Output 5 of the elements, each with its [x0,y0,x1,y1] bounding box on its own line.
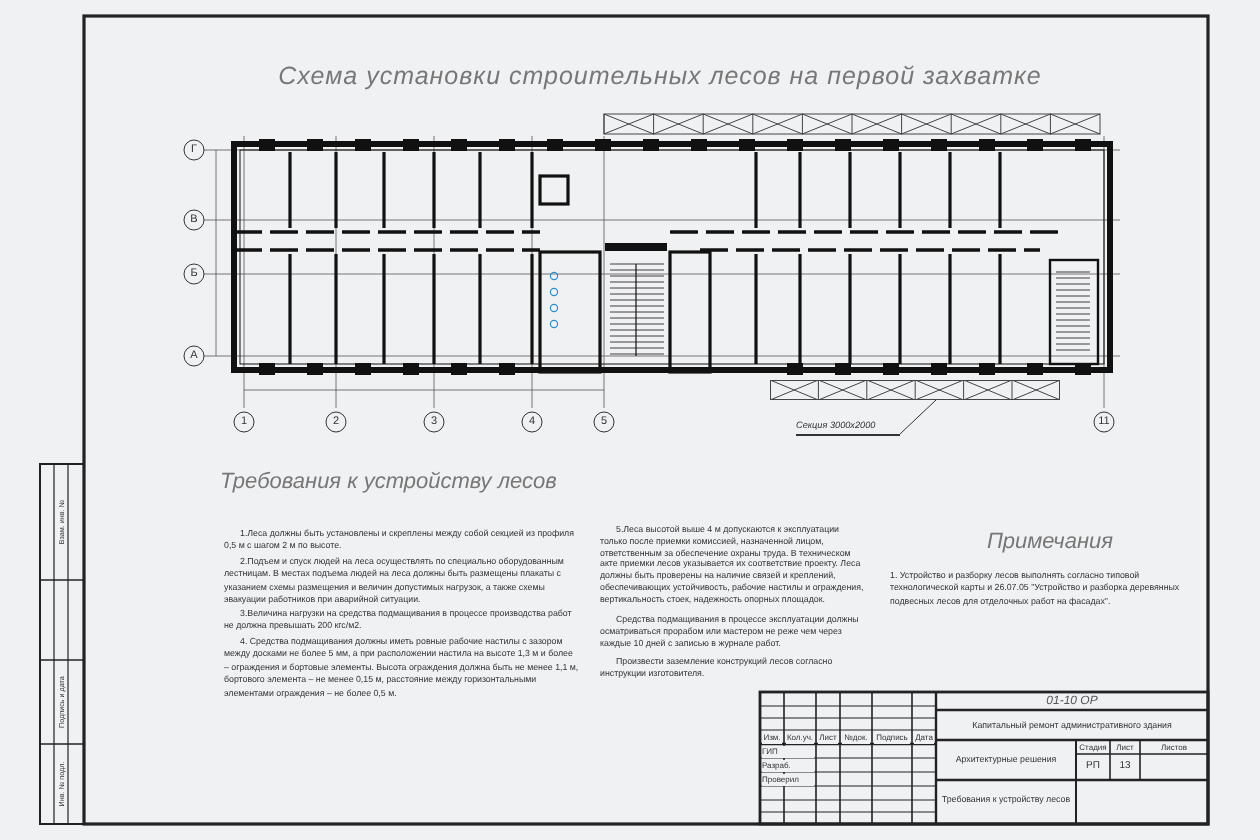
scaffold-section [770,380,1060,400]
drawing-title: Схема установки строительных лесов на первой захватке [276,60,1044,94]
section-heading: Требования к устройству лесов [220,468,559,498]
leader-line [899,399,937,435]
notes-heading: Примечания [984,528,1116,558]
